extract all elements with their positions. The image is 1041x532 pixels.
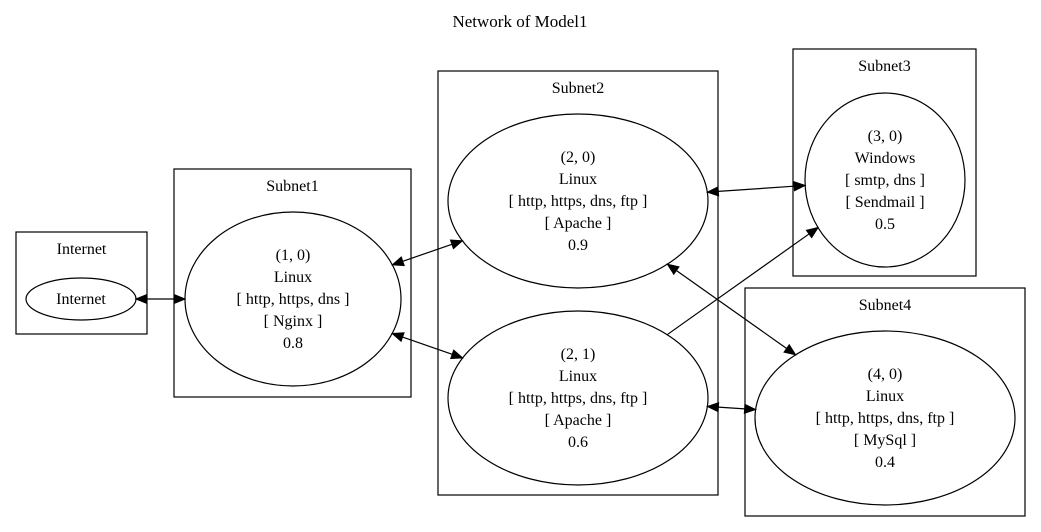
diagram-title: Network of Model1 — [452, 12, 587, 31]
cluster-internet: Internet — [15, 231, 148, 335]
node-label-line: 0.4 — [875, 454, 895, 471]
arrowhead — [134, 293, 148, 305]
node-label-line: [ smtp, dns ] — [845, 172, 925, 189]
cluster-box — [744, 287, 1026, 517]
node-label-line: Linux — [559, 368, 597, 385]
cluster-box — [792, 48, 977, 277]
node-ellipse — [754, 330, 1016, 506]
node-label-line: [ Sendmail ] — [845, 194, 924, 211]
node-label-line: Windows — [855, 150, 916, 167]
host-node-h21: (2, 1) Linux [ http, https, dns, ftp ] [ Ap… — [447, 310, 709, 486]
node-label-line: Linux — [274, 269, 312, 286]
node-label-line: 0.8 — [283, 335, 303, 352]
host-node-h20: (2, 0) Linux [ http, https, dns, ftp ] [ Ap… — [447, 113, 709, 289]
arrowhead — [805, 226, 820, 239]
node-label-line: 0.9 — [568, 237, 588, 254]
nodes-layer: Internet (1, 0) Linux [ http, https, dns ] [… — [25, 92, 1016, 506]
node-label-line: 0.5 — [875, 216, 895, 233]
node-ellipse — [25, 277, 137, 321]
node-label-line: [ Apache ] — [545, 215, 612, 232]
cluster-subnet2: Subnet2 — [437, 70, 719, 496]
host-node-h30: (3, 0) Windows [ smtp, dns ] [ Sendmail ] 0.… — [804, 92, 966, 268]
node-label-line: (1, 0) — [276, 247, 311, 264]
arrowhead — [783, 343, 797, 356]
edge-line — [402, 336, 453, 355]
edge-internet-h10 — [134, 293, 187, 305]
cluster-subnet3: Subnet3 — [792, 48, 977, 277]
cluster-label: Subnet4 — [859, 297, 911, 314]
cluster-subnet1: Subnet1 — [173, 168, 412, 398]
node-label-line: Linux — [559, 171, 597, 188]
node-label-line: (2, 0) — [561, 149, 596, 166]
node-ellipse — [447, 310, 709, 486]
cluster-label: Internet — [57, 241, 107, 258]
arrowhead — [173, 293, 187, 305]
node-label-line: [ http, https, dns, ftp ] — [509, 193, 648, 210]
arrowhead — [706, 401, 720, 413]
edge-h21-h30 — [666, 226, 820, 336]
node-label-line: [ http, https, dns ] — [237, 291, 350, 308]
cluster-box — [437, 70, 719, 496]
node-label-line: Internet — [56, 291, 106, 308]
arrowhead — [390, 332, 405, 343]
node-label-line: (2, 1) — [561, 346, 596, 363]
node-ellipse — [184, 211, 402, 387]
node-ellipse — [447, 113, 709, 289]
node-label-line: [ MySql ] — [854, 432, 916, 449]
edge-h20-h40 — [666, 263, 797, 356]
edge-h10-h20 — [391, 239, 464, 267]
edge-line — [718, 406, 745, 410]
edge-line — [718, 185, 795, 193]
arrowhead — [449, 239, 464, 250]
cluster-label: Subnet2 — [552, 80, 604, 97]
node-label-line: [ http, https, dns, ftp ] — [816, 410, 955, 427]
edge-h20-h30 — [706, 181, 807, 197]
arrowhead — [391, 256, 405, 267]
node-label-line: [ http, https, dns, ftp ] — [509, 390, 648, 407]
arrowhead — [793, 181, 807, 192]
edge-line — [402, 243, 453, 262]
cluster-label: Subnet3 — [858, 58, 910, 75]
arrowhead — [666, 263, 680, 276]
arrowhead — [743, 403, 757, 415]
cluster-label: Subnet1 — [266, 178, 318, 195]
arrowhead — [450, 349, 464, 360]
edges-layer — [134, 181, 820, 415]
node-label-line: 0.6 — [568, 434, 588, 451]
cluster-subnet4: Subnet4 — [744, 287, 1026, 517]
cluster-box — [173, 168, 412, 398]
node-label-line: (3, 0) — [868, 128, 903, 145]
edge-h10-h21 — [390, 332, 464, 360]
arrowhead — [706, 186, 720, 197]
node-label-line: [ Nginx ] — [264, 313, 323, 330]
host-node-h10: (1, 0) Linux [ http, https, dns ] [ Nginx ]… — [184, 211, 402, 387]
edge-h21-h40 — [706, 401, 757, 415]
node-ellipse — [804, 92, 966, 268]
cluster-box — [15, 231, 148, 335]
node-label-line: [ Apache ] — [545, 412, 612, 429]
host-node-h40: (4, 0) Linux [ http, https, dns, ftp ] [ My… — [754, 330, 1016, 506]
edge-line — [666, 233, 810, 336]
node-label-line: Linux — [866, 388, 904, 405]
host-node-internet: Internet — [25, 277, 137, 321]
node-label-line: (4, 0) — [868, 366, 903, 383]
edge-line — [676, 270, 787, 349]
